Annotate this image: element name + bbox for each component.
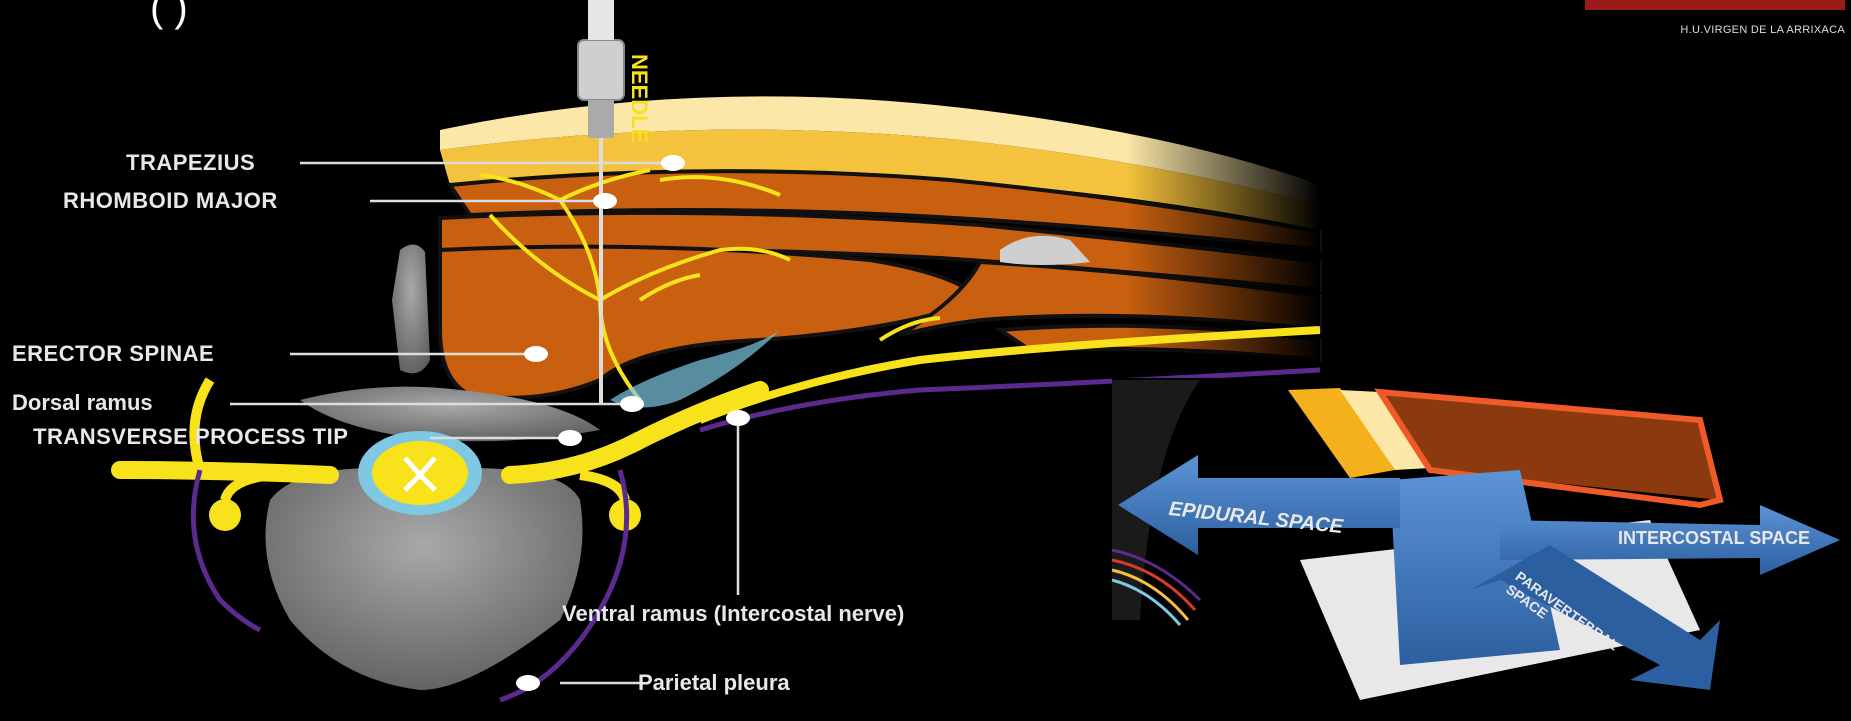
label-dorsal-ramus: Dorsal ramus	[12, 390, 153, 416]
needle-hub	[578, 40, 624, 100]
label-trapezius: TRAPEZIUS	[126, 150, 255, 176]
needle-label: NEEDLE	[626, 54, 652, 143]
needle-connector	[588, 100, 614, 138]
label-transverse-process-tip: TRANSVERSE PROCESS TIP	[33, 424, 348, 450]
label-parietal-pleura: Parietal pleura	[638, 670, 790, 696]
inset-label-intercostal: INTERCOSTAL SPACE	[1618, 528, 1810, 549]
dorsal-root-ganglion-left	[209, 499, 241, 531]
credit-logo-bar	[1585, 0, 1845, 10]
inset-diagram	[1112, 378, 1851, 721]
label-ventral-ramus: Ventral ramus (Intercostal nerve)	[562, 601, 904, 627]
label-erector-spinae: ERECTOR SPINAE	[12, 341, 214, 367]
header-partial-text: ( )	[150, 0, 188, 31]
right-fade-overlay	[440, 90, 1320, 390]
label-rhomboid-major: RHOMBOID MAJOR	[63, 188, 278, 214]
needle-cap	[588, 0, 614, 40]
institution-credit: H.U.VIRGEN DE LA ARRIXACA	[1680, 24, 1845, 36]
spinal-nerve-left	[120, 470, 330, 475]
ventral-root-right	[580, 475, 625, 500]
